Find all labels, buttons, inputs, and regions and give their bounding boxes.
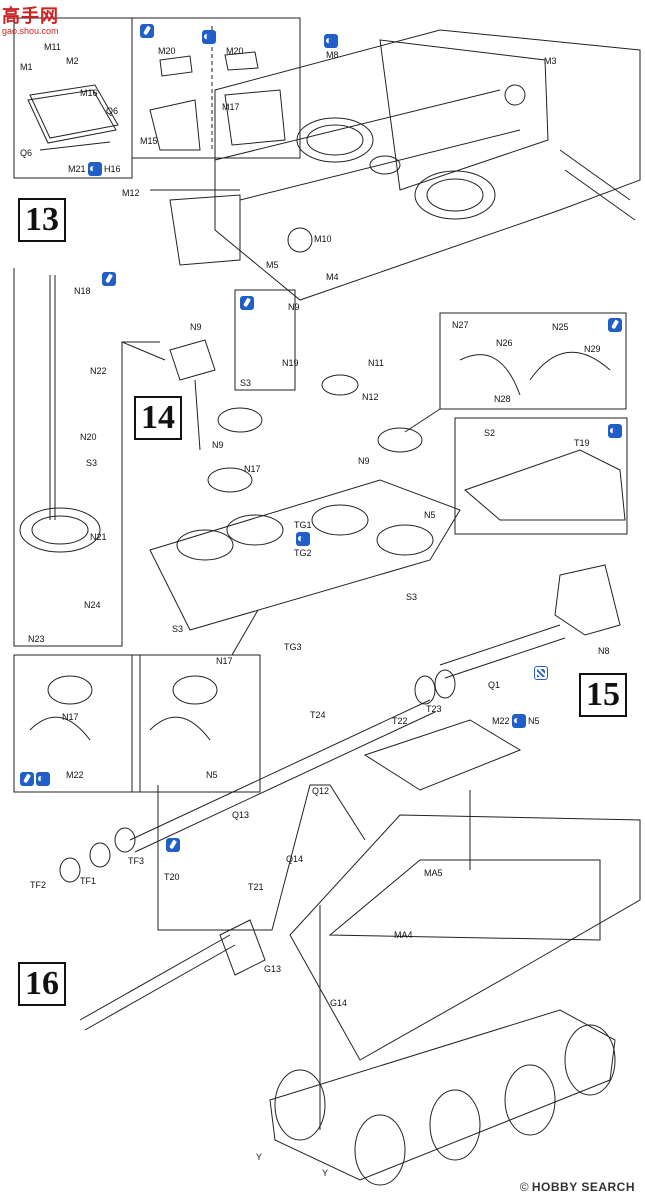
part-label: N5	[528, 716, 540, 726]
glue-icon	[102, 272, 116, 286]
part-label: N11	[368, 358, 384, 368]
part-label: N19	[282, 358, 299, 368]
part-label: M10	[314, 234, 332, 244]
part-label: H16	[104, 164, 121, 174]
part-label: T22	[392, 716, 408, 726]
part-label: N21	[90, 532, 107, 542]
watermark-brand: HOBBY SEARCH	[531, 1180, 635, 1194]
part-label: N27	[452, 320, 469, 330]
part-label: M5	[266, 260, 279, 270]
hobbysearch-watermark: © HOBBY SEARCH	[520, 1180, 635, 1194]
part-label: N9	[190, 322, 202, 332]
part-label: N29	[584, 344, 601, 354]
choose-icon	[324, 33, 338, 48]
part-label: N12	[362, 392, 379, 402]
step-number-15: 15	[579, 673, 627, 717]
part-label: N5	[206, 770, 218, 780]
part-label: M8	[326, 50, 339, 60]
part-label: TF2	[30, 880, 47, 890]
part-label: N5	[424, 510, 436, 520]
part-label: M12	[122, 188, 140, 198]
part-label: TG2	[294, 548, 312, 558]
part-label: Y	[322, 1168, 329, 1178]
part-label: S3	[86, 458, 98, 468]
paint-icon	[534, 666, 548, 680]
part-label: S3	[406, 592, 418, 602]
part-label: Y	[256, 1152, 263, 1162]
part-label: T19	[574, 438, 590, 448]
part-label: N8	[598, 646, 610, 656]
part-label: Q6	[106, 106, 119, 116]
part-label: N26	[496, 338, 513, 348]
part-label: M21	[68, 164, 86, 174]
part-label: M20	[158, 46, 176, 56]
part-label: N17	[216, 656, 233, 666]
copyright-mark: ©	[519, 1180, 529, 1194]
part-label: N17	[62, 712, 79, 722]
part-label: S2	[484, 428, 496, 438]
part-label: N23	[28, 634, 45, 644]
part-label: Q1	[488, 680, 501, 690]
part-label: Q12	[312, 786, 330, 796]
part-label: MA5	[424, 868, 443, 878]
part-label: N9	[358, 456, 370, 466]
part-label: Q13	[232, 810, 250, 820]
choose-icon	[296, 531, 310, 546]
glue-icon	[140, 24, 154, 38]
part-label: S3	[240, 378, 252, 388]
part-label: N17	[244, 464, 261, 474]
part-label: M3	[544, 56, 557, 66]
choose-icon	[512, 713, 526, 728]
part-label: M1	[20, 62, 33, 72]
part-label: M11	[44, 42, 61, 52]
choose-icon	[88, 161, 102, 176]
site-watermark: 高手网 gao.shou.com	[2, 2, 59, 36]
part-label: M20	[226, 46, 244, 56]
part-label: T23	[426, 704, 442, 714]
part-label: T20	[164, 872, 180, 882]
part-label: M15	[140, 136, 158, 146]
part-label: M17	[222, 102, 240, 112]
part-label: G13	[264, 964, 282, 974]
choose-icon	[202, 29, 216, 44]
step-number-14: 14	[134, 396, 182, 440]
part-label: TF1	[80, 876, 97, 886]
part-label: M16	[80, 88, 98, 98]
part-label: TF3	[128, 856, 145, 866]
part-label: MA4	[394, 930, 413, 940]
glue-icon	[166, 838, 180, 852]
part-label: M22	[66, 770, 84, 780]
watermark-brand: 高手网	[2, 6, 59, 26]
step-number-13: 13	[18, 198, 66, 242]
part-label: T24	[310, 710, 326, 720]
choose-icon	[608, 423, 622, 438]
part-label: N9	[288, 302, 300, 312]
glue-icon	[608, 318, 622, 332]
part-label: N24	[84, 600, 101, 610]
part-label: T21	[248, 882, 264, 892]
part-label: Q6	[20, 148, 33, 158]
step13-panel-right	[131, 17, 301, 159]
part-label: M4	[326, 272, 339, 282]
part-label: TG3	[284, 642, 302, 652]
part-label: N22	[90, 366, 107, 376]
glue-icon	[20, 772, 34, 786]
part-label: Q14	[286, 854, 304, 864]
part-label: M22	[492, 716, 510, 726]
step-number-16: 16	[18, 962, 66, 1006]
watermark-url: gao.shou.com	[2, 26, 59, 36]
part-label: N9	[212, 440, 224, 450]
part-label: M2	[66, 56, 79, 66]
glue-icon	[240, 296, 254, 310]
part-label: N25	[552, 322, 569, 332]
part-label: N18	[74, 286, 91, 296]
choose-icon	[36, 771, 50, 786]
part-label: S3	[172, 624, 184, 634]
part-label: G14	[330, 998, 348, 1008]
part-label: TG1	[294, 520, 312, 530]
part-label: N20	[80, 432, 97, 442]
part-label: N28	[494, 394, 511, 404]
